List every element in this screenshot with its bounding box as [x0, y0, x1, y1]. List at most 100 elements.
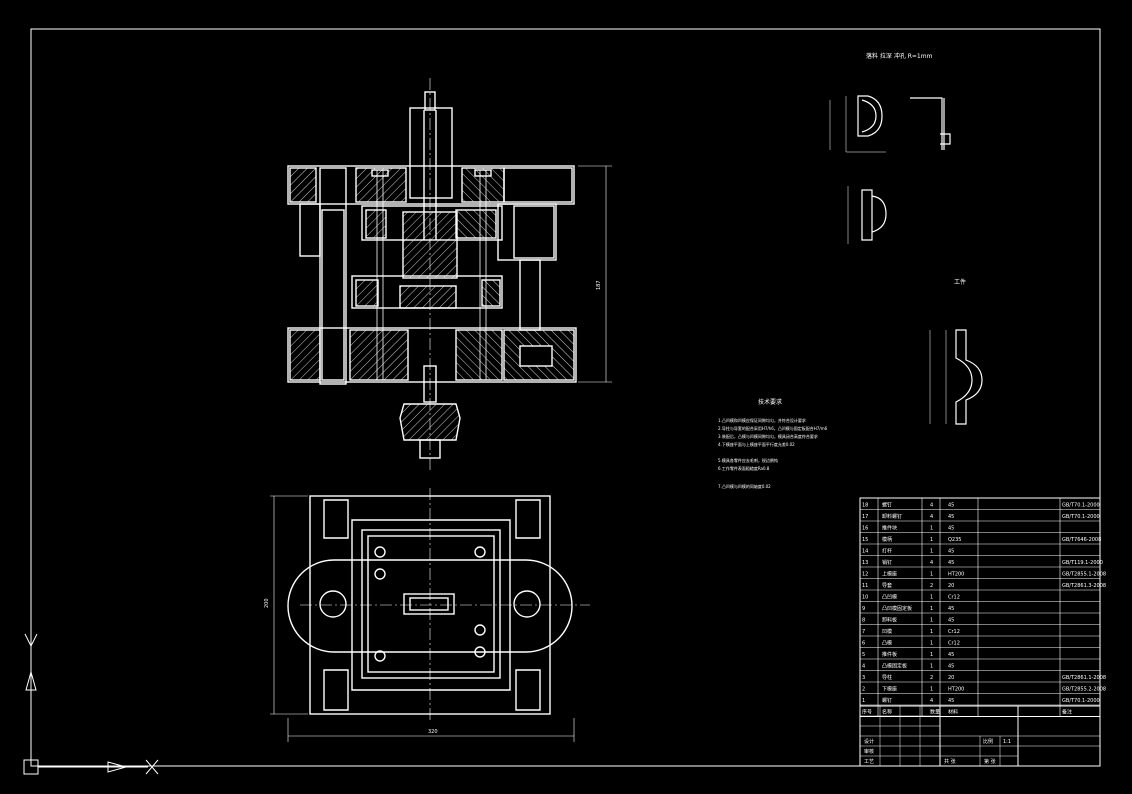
bom-cell: 凸模 — [882, 640, 892, 647]
title-cell: 工艺 — [864, 759, 874, 765]
bom-cell: 2 — [862, 687, 865, 693]
bom-cell: 2 — [930, 675, 933, 681]
bom-cell: 1 — [930, 537, 933, 543]
bom-cell: 1 — [930, 618, 933, 624]
bom-cell: 13 — [862, 560, 868, 566]
dim-plan-width: 320 — [428, 729, 438, 735]
bom-cell: 螺钉 — [882, 502, 892, 509]
title-cell: 第 张 — [984, 758, 996, 765]
bom-cell: 1 — [930, 629, 933, 635]
drawing-border — [30, 28, 1101, 767]
bom-cell: 9 — [862, 606, 865, 612]
bom-cell: 1 — [930, 687, 933, 693]
bom-header-cell: 材料 — [948, 709, 958, 716]
bom-cell: 8 — [862, 618, 865, 624]
bom-cell: Cr12 — [948, 641, 960, 647]
tech-req-line: 1.凸凹模和凹模应保证间隙均匀，并符合设计要求 — [718, 417, 806, 423]
detail-title-2: 工件 — [954, 278, 966, 286]
bom-cell: 销钉 — [882, 559, 892, 566]
bom-cell: 4 — [930, 698, 933, 704]
bom-cell: 14 — [862, 549, 868, 555]
bom-cell: 45 — [948, 618, 954, 624]
bom-cell: HT200 — [948, 687, 964, 693]
bom-frame — [859, 497, 1101, 717]
tech-req-line: 5.模具各零件应去毛刺，锐边倒钝 — [718, 457, 778, 463]
bom-cell: 45 — [948, 560, 954, 566]
bom-cell: 12 — [862, 572, 868, 578]
bom-cell: 1 — [930, 641, 933, 647]
bom-cell: Cr12 — [948, 595, 960, 601]
title-cell: 设计 — [864, 738, 874, 745]
bom-cell: 1 — [930, 652, 933, 658]
bom-cell: GB/T2861.3-2008 — [1062, 583, 1106, 589]
bom-cell: 1 — [930, 606, 933, 612]
bom-cell: GB/T2855.2-2008 — [1062, 687, 1106, 693]
bom-cell: 卸料螺钉 — [882, 513, 902, 520]
bom-cell: 2 — [930, 583, 933, 589]
tech-req-line: 2.导柱与导套的配合采用H7/h6，凸凹模与固定板配合H7/m6 — [718, 425, 828, 431]
dim-plan-height: 200 — [264, 598, 270, 608]
bom-cell: 1 — [930, 595, 933, 601]
bom-header-cell: 序号 — [862, 709, 872, 716]
bom-cell: 16 — [862, 526, 868, 532]
bom-cell: Cr12 — [948, 629, 960, 635]
bom-cell: 20 — [948, 583, 954, 589]
bom-cell: 1 — [930, 572, 933, 578]
bom-cell: GB/T2855.1-2008 — [1062, 572, 1106, 578]
bom-cell: 螺钉 — [882, 697, 892, 704]
bom-cell: 导套 — [882, 582, 892, 589]
bom-cell: 导柱 — [882, 674, 892, 681]
bom-cell: 推件板 — [882, 651, 897, 658]
bom-cell: 上模座 — [882, 571, 897, 578]
bom-header-cell: 名称 — [882, 709, 892, 716]
bom-cell: 1 — [930, 526, 933, 532]
tech-req-line: 4.下模座平面与上模座平面平行度允差0.02 — [718, 441, 795, 447]
front-section-view — [287, 78, 612, 470]
tech-req-line: 7.凸凹模与凹模的同轴度0.02 — [718, 483, 771, 489]
bom-cell: HT200 — [948, 572, 964, 578]
dim-front-height: 187 — [596, 280, 602, 290]
bom-cell: 4 — [930, 514, 933, 520]
title-cell: 1:1 — [1003, 739, 1011, 745]
bom-cell: 凸凹模固定板 — [882, 605, 912, 612]
bom-cell: 卸料板 — [882, 617, 897, 624]
bom-cell: 7 — [862, 629, 865, 635]
bom-cell: 4 — [930, 560, 933, 566]
detail-title-1: 落料 拉深 冲孔 R=1mm — [866, 52, 933, 60]
title-block — [859, 705, 1101, 767]
bom-cell: 18 — [862, 503, 868, 509]
bom-cell: 45 — [948, 664, 954, 670]
bom-cell: 45 — [948, 503, 954, 509]
bom-cell: GB/T7646-2008 — [1062, 537, 1101, 543]
bom-cell: 推件块 — [882, 525, 897, 532]
bom-cell: 17 — [862, 514, 868, 520]
bom-cell: 10 — [862, 595, 868, 601]
detail-sketch-1 — [829, 95, 951, 153]
bom-cell: 模柄 — [882, 536, 892, 543]
bom-cell: 15 — [862, 537, 868, 543]
bom-cell: 6 — [862, 641, 865, 647]
tech-requirements: 技术要求 1.凸凹模和凹模应保证间隙均匀，并符合设计要求 2.导柱与导套的配合采… — [718, 398, 828, 489]
bom-cell: 5 — [862, 652, 865, 658]
bom-cell: 1 — [930, 549, 933, 555]
bom-cell: 凹模 — [882, 628, 892, 635]
bom-cell: 45 — [948, 606, 954, 612]
bom-cell: 1 — [930, 664, 933, 670]
bom-cell: 1 — [862, 698, 865, 704]
bom-cell: 20 — [948, 675, 954, 681]
bom-cell: 45 — [948, 514, 954, 520]
bom-header-cell: 备注 — [1062, 709, 1072, 716]
tech-req-line: 3.装配后，凸模与凹模间隙均匀，模具闭合高度符合要求 — [718, 433, 818, 439]
bom-cell: 凸模固定板 — [882, 663, 907, 670]
bom-cell: GB/T119.1-2000 — [1062, 560, 1103, 566]
bom-cell: Q235 — [948, 537, 961, 543]
bom-cell: 45 — [948, 526, 954, 532]
bom-cell: 下模座 — [882, 686, 897, 693]
tech-req-line: 6.工作零件表面粗糙度Ra0.8 — [718, 465, 770, 471]
bom-cell: 45 — [948, 652, 954, 658]
bom-cell: GB/T70.1-2000 — [1062, 503, 1100, 509]
bom-cell: 打杆 — [882, 548, 892, 555]
title-cell: 共 张 — [944, 758, 956, 765]
